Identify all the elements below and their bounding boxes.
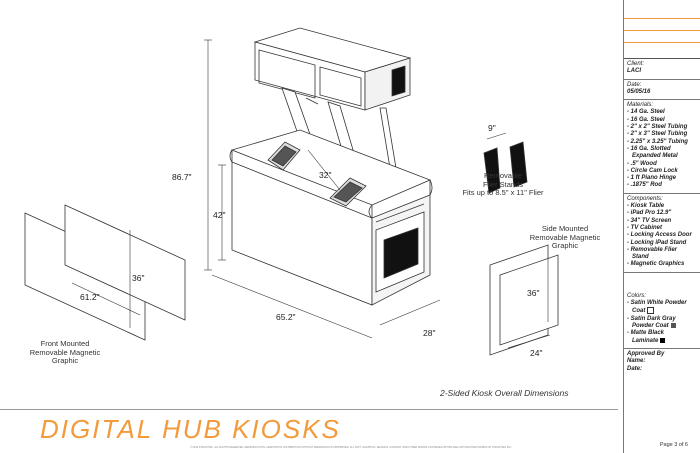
dim-front-graphic-width: 61.2" (80, 292, 100, 302)
kiosk-table (229, 129, 433, 306)
brand-title: DIGITAL HUB KIOSKS (40, 414, 341, 444)
client-section: Client: LACI (624, 59, 700, 80)
tv-cabinet (253, 27, 412, 111)
approval-section: Approved By Name: Date: (627, 351, 665, 372)
components-section: Components: - Kiosk Table - iPad Pro 12.… (624, 194, 700, 273)
flier-stands-label: Removable Flier Stands Fits up to 8.5" x… (462, 171, 544, 197)
legal-notice: © 2016 STRUXTRIC. ALL RIGHTS RESERVED. R… (190, 446, 512, 449)
footer-divider (0, 409, 618, 410)
side-graphic (489, 244, 559, 356)
dim-front-graphic-height: 36" (132, 273, 144, 283)
side-graphic-label: Side Mounted Removable Magnetic Graphic (529, 224, 601, 250)
dim-side-graphic-height: 36" (527, 288, 539, 298)
page-number: Page 3 of 6 (659, 442, 688, 448)
flier-stands (483, 141, 528, 194)
gray-swatch (670, 322, 676, 328)
date-section: Date: 05/05/16 (624, 80, 700, 101)
ipad-stand-left (267, 141, 301, 171)
black-swatch (660, 337, 666, 343)
front-graphic-label: Front Mounted Removable Magnetic Graphic (29, 339, 101, 365)
colors-section: Colors: - Satin White Powder Coat - Sati… (624, 273, 700, 350)
dim-flier-width: 9" (488, 123, 496, 133)
dim-depth: 28" (423, 328, 435, 338)
kiosk-drawing: 86.7" 42" 65.2" 28" 32" 9" 61.2" 36" 36"… (24, 27, 559, 358)
ipad-stand-right (329, 177, 367, 207)
dim-stand-width: 32" (319, 170, 331, 180)
dim-height-total: 86.7" (172, 172, 192, 182)
white-swatch (647, 307, 655, 315)
title-block-header (624, 0, 700, 59)
front-graphic (24, 204, 186, 341)
dim-side-graphic-width: 24" (530, 348, 542, 358)
materials-section: Materials: - 14 Ga. Steel - 16 Ga. Steel… (624, 100, 700, 194)
dim-width-total: 65.2" (276, 312, 296, 322)
title-block: Client: LACI Date: 05/05/16 Materials: -… (623, 0, 700, 453)
drawing-caption: 2-Sided Kiosk Overall Dimensions (440, 388, 569, 398)
dim-table-height: 42" (213, 210, 225, 220)
